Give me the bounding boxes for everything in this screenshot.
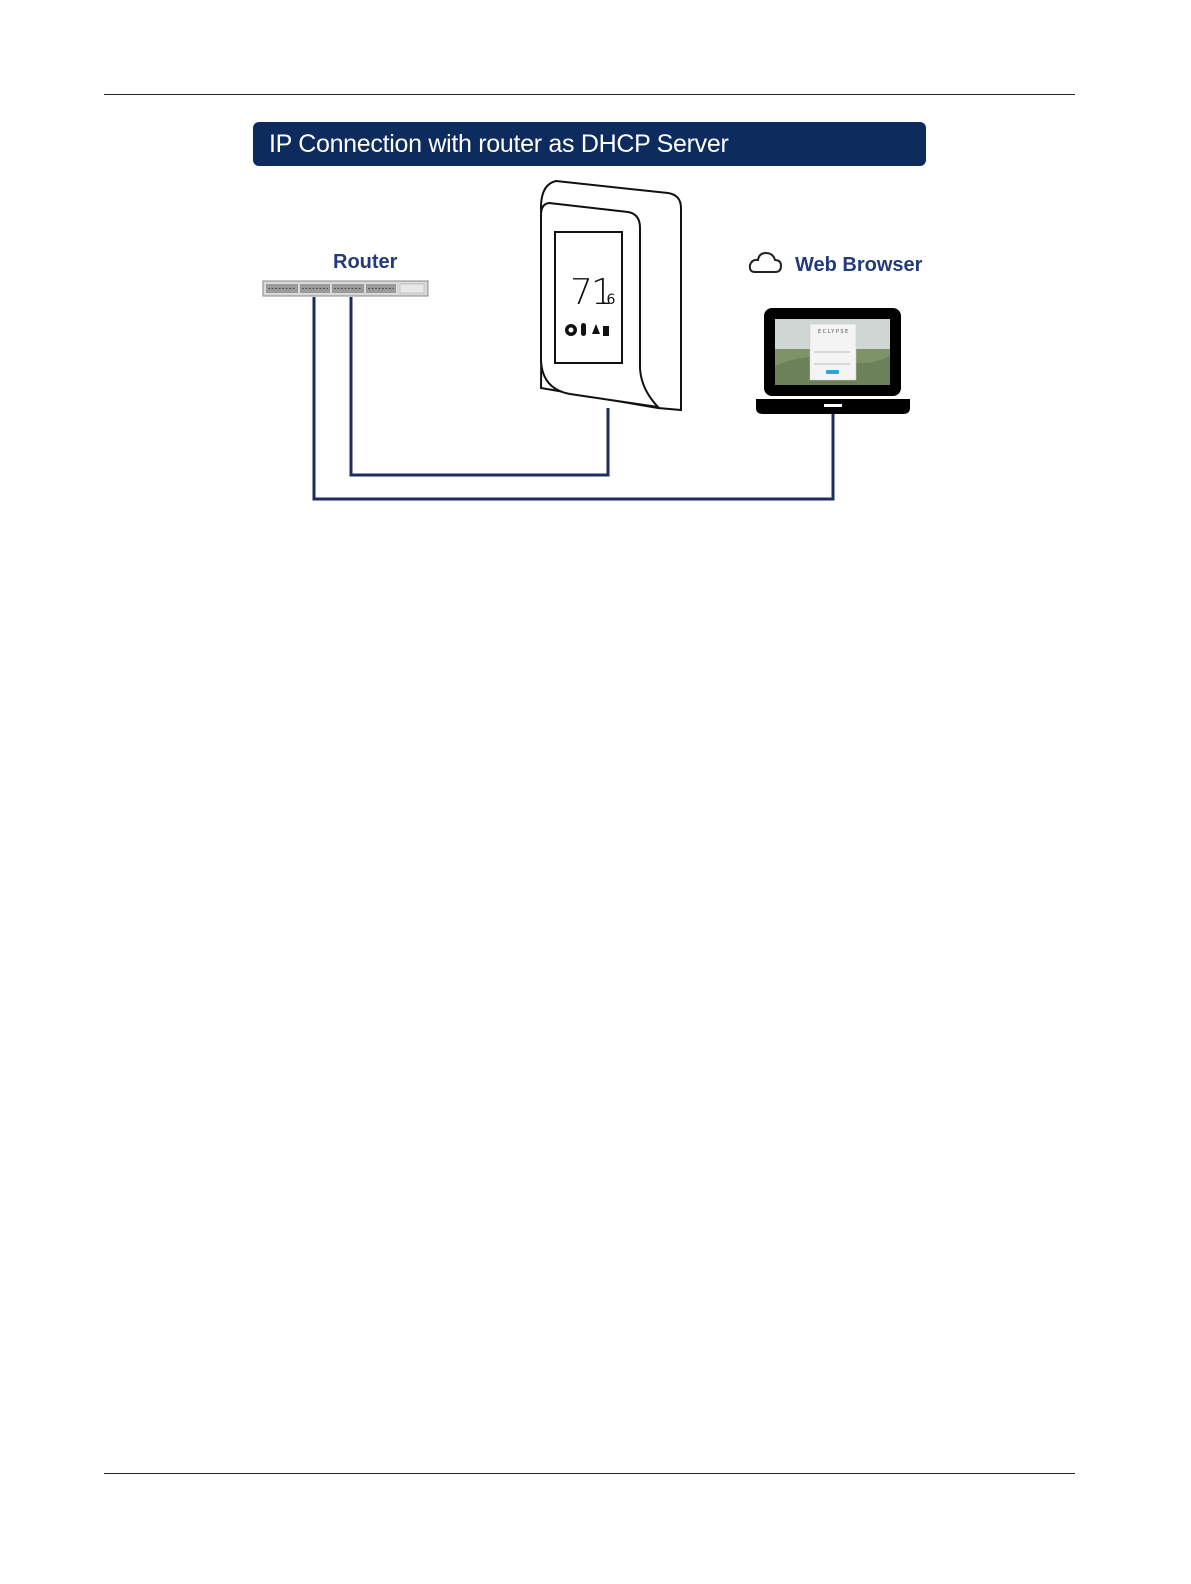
- footer-rule: [104, 1473, 1075, 1474]
- router-label: Router: [333, 251, 397, 274]
- cloud-icon: [750, 253, 781, 272]
- laptop-screen-brand: ECLYPSE: [818, 329, 850, 335]
- thermostat-temperature-decimal: .6: [602, 292, 615, 308]
- web-browser-label: Web Browser: [795, 254, 922, 277]
- laptop-icon: [756, 308, 910, 414]
- router-icon: [263, 281, 428, 296]
